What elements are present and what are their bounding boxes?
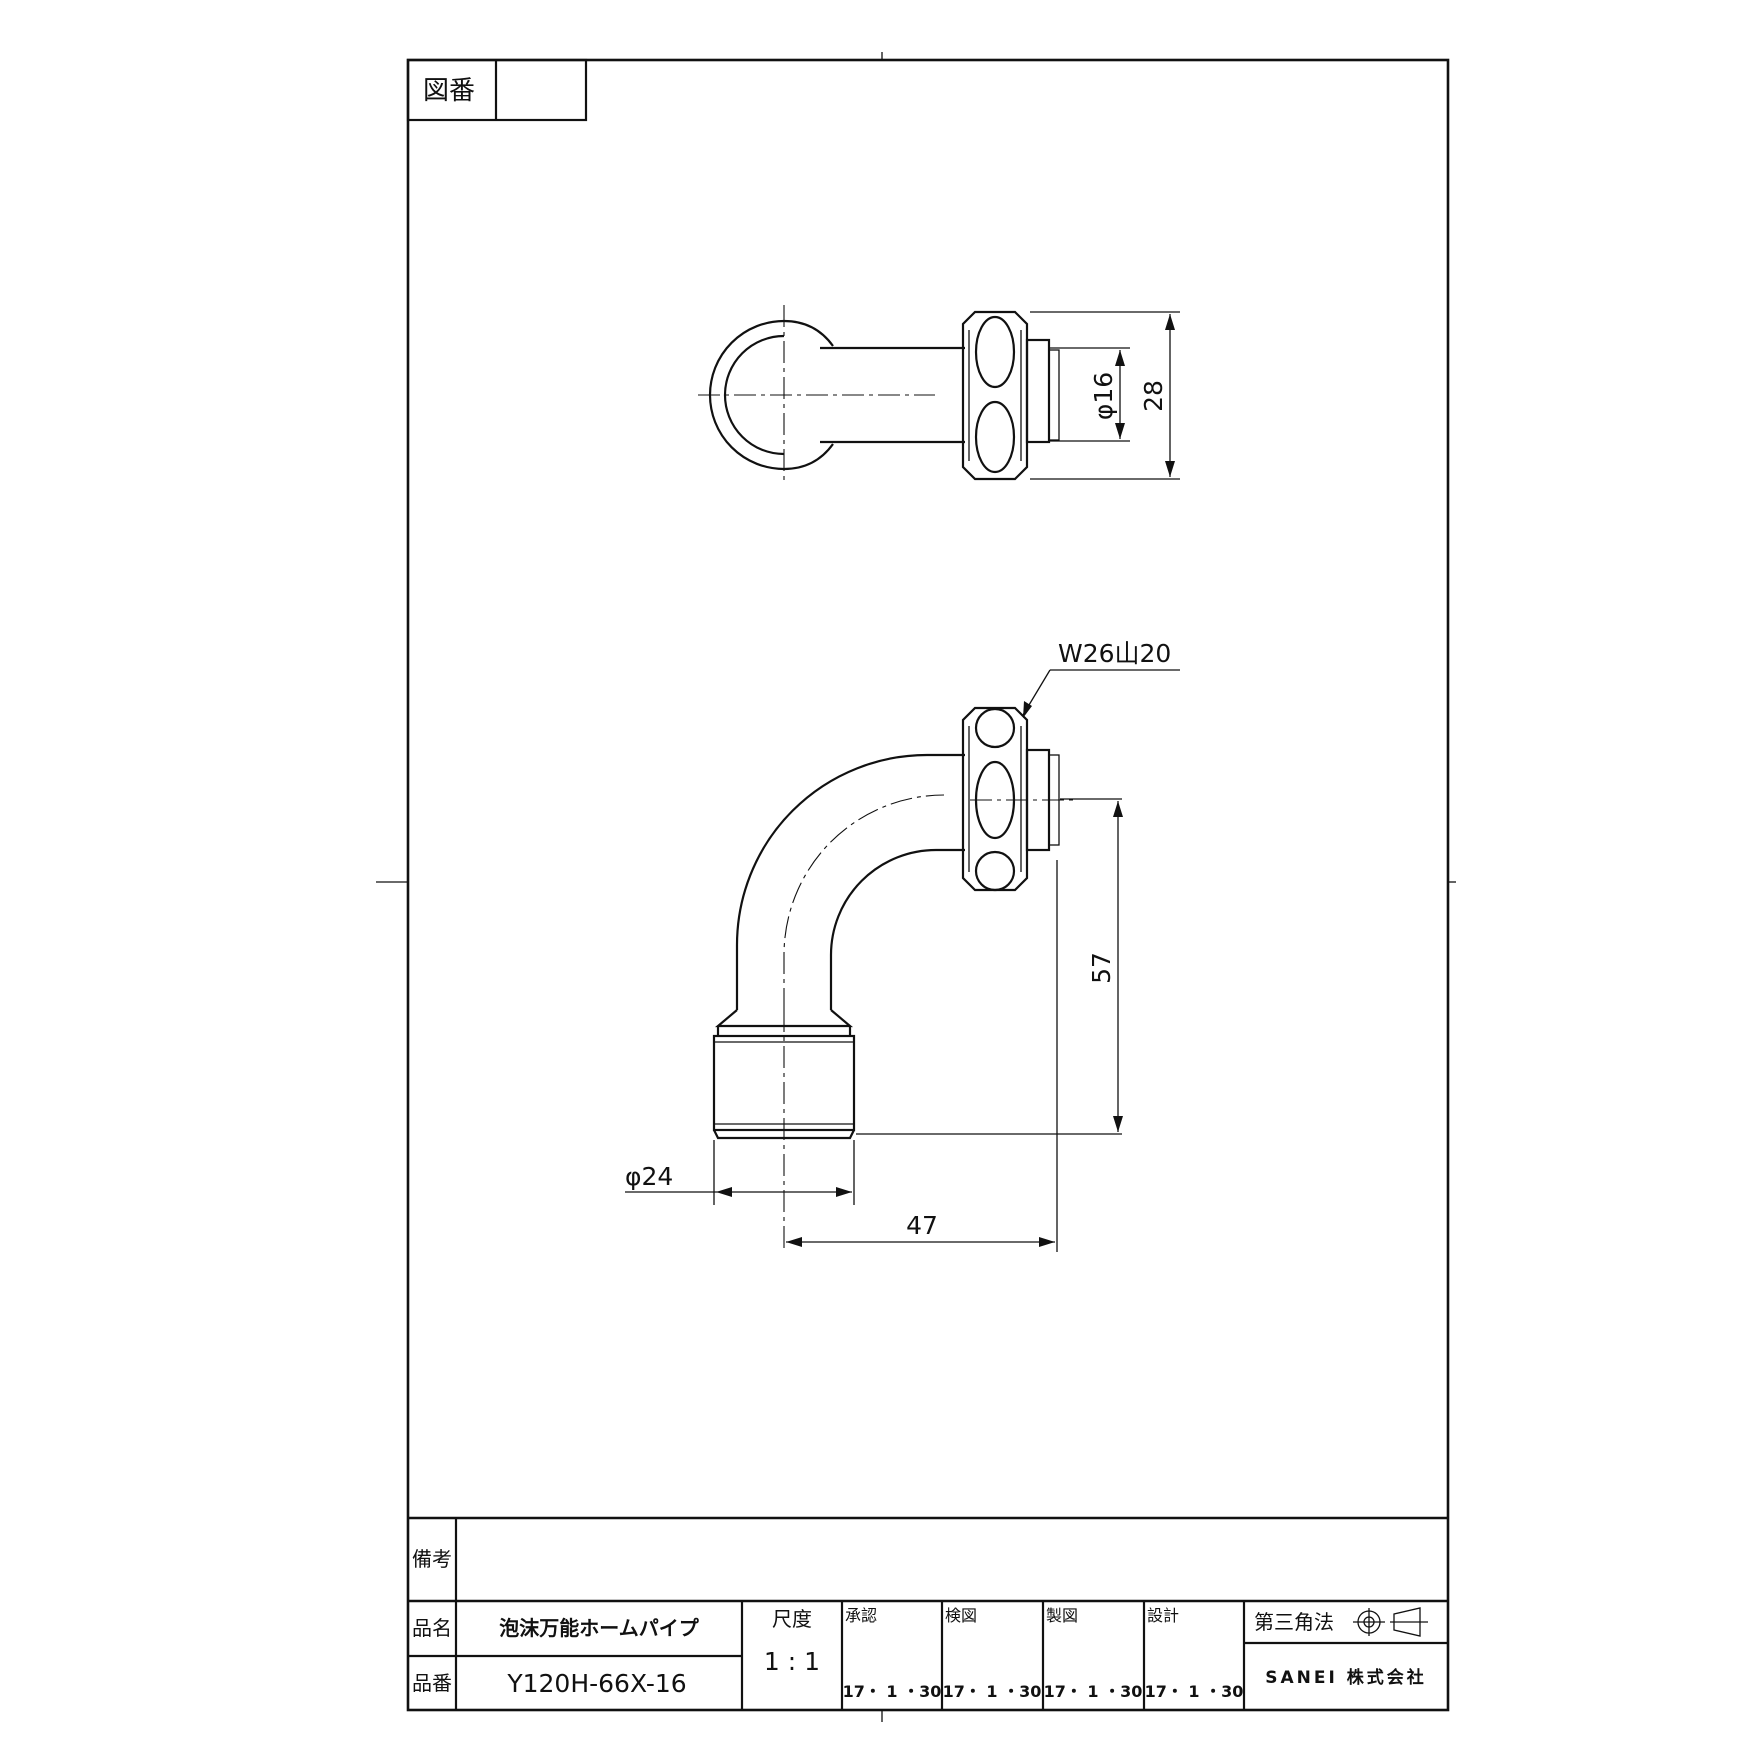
product-name: 泡沫万能ホームパイプ	[499, 1616, 699, 1640]
front-dia-dimension: φ24	[625, 1162, 673, 1191]
top-dia-dimension: φ16	[1089, 372, 1118, 420]
product-name-label: 品名	[412, 1616, 452, 1640]
part-number-label: 品番	[412, 1671, 452, 1695]
approval-date: 17・ 1 ・30	[843, 1682, 942, 1701]
front-height-dimension: 57	[1087, 952, 1116, 984]
drawing-number-label: 図番	[423, 76, 475, 106]
company-name: SANEI 株式会社	[1265, 1667, 1426, 1688]
scale-label: 尺度	[772, 1607, 812, 1631]
check-date: 17・ 1 ・30	[943, 1682, 1042, 1701]
third-angle-projection-icon	[1353, 1607, 1428, 1637]
top-view	[698, 305, 1060, 485]
top-height-dimension: 28	[1139, 380, 1168, 412]
drawn-label: 製図	[1046, 1606, 1078, 1625]
sheet-frame	[376, 52, 1456, 1722]
drawn-date: 17・ 1 ・30	[1044, 1682, 1143, 1701]
remarks-label: 備考	[412, 1547, 452, 1571]
thread-spec: W26山20	[1058, 639, 1171, 668]
front-width-dimension: 47	[906, 1211, 938, 1240]
title-block: 備考 品名 泡沫万能ホームパイプ 品番 Y120H-66X-16 尺度 1 : …	[408, 1516, 1448, 1710]
design-label: 設計	[1147, 1606, 1179, 1625]
design-date: 17・ 1 ・30	[1145, 1682, 1244, 1701]
front-view-dimensions: W26山20 57 φ24 47	[625, 639, 1180, 1252]
front-view	[712, 706, 1075, 1250]
scale-value: 1 : 1	[764, 1647, 820, 1676]
projection-label: 第三角法	[1254, 1610, 1334, 1634]
drawing-number-box: 図番	[406, 58, 588, 122]
part-number: Y120H-66X-16	[506, 1669, 686, 1698]
approval-label: 承認	[845, 1606, 877, 1625]
check-label: 検図	[945, 1606, 977, 1625]
top-view-dimensions: φ16 28	[1030, 311, 1180, 480]
